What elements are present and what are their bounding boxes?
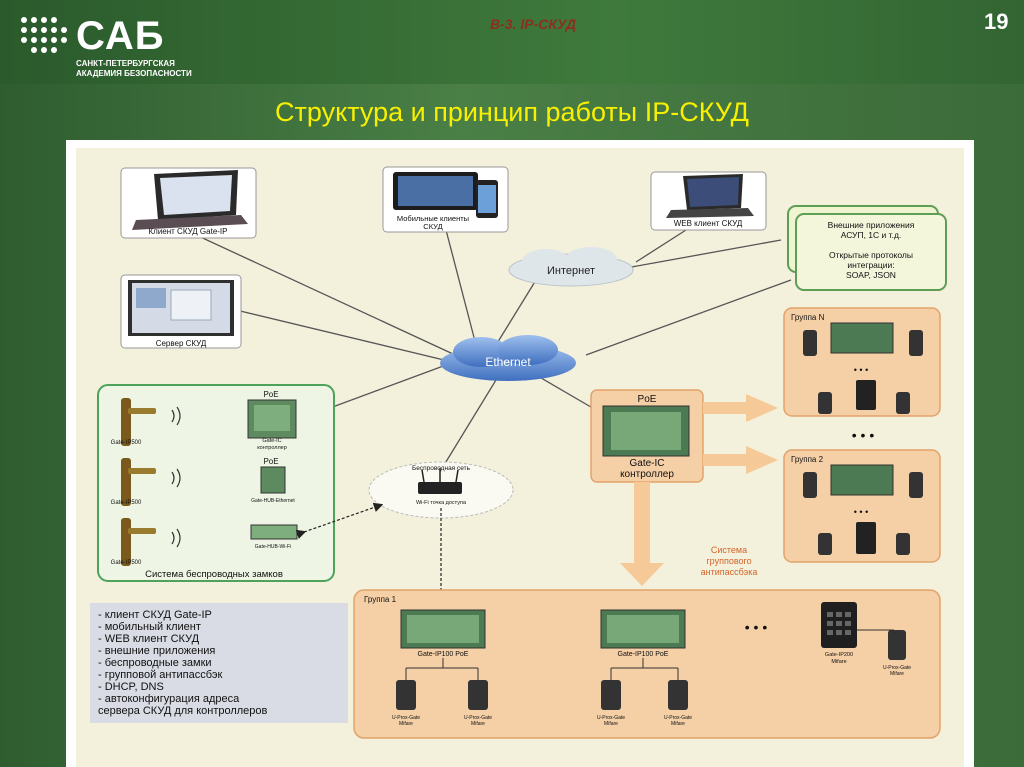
logo-subtitle: САНКТ-ПЕТЕРБУРГСКАЯ АКАДЕМИЯ БЕЗОПАСНОСТ… <box>76 59 192 79</box>
group-n-ellipsis: • • • <box>854 365 868 375</box>
logo-title: САБ <box>76 14 165 58</box>
server-node: Сервер СКУД <box>120 274 242 349</box>
client-gate-ip-node: Клиент СКУД Gate-IP <box>120 167 257 239</box>
lock-3-label: Gate-IP500 <box>111 560 142 566</box>
antipass-line-3: антипассбэка <box>701 567 758 577</box>
controller-label-1: Gate-IC <box>629 458 664 469</box>
reader-a2-label: U-Prox-Gate <box>464 715 492 721</box>
internet-label: Интернет <box>547 265 595 277</box>
feature-4: - беспроводные замки <box>98 657 212 669</box>
server-label: Сервер СКУД <box>156 339 207 348</box>
gate-ic-small-label-1: Gate-IC <box>262 438 281 444</box>
reader-b1-label: U-Prox-Gate <box>597 715 625 721</box>
feature-5: - групповой антипассбэк <box>98 669 223 681</box>
feature-3: - внешние приложения <box>98 645 215 657</box>
feature-7: - автоконфигурация адреса <box>98 693 240 705</box>
external-apps-note: Внешние приложения АСУП, 1С и т.д. Откры… <box>787 205 947 291</box>
antipass-line-1: Система <box>711 545 747 555</box>
group-1-ellipsis: • • • <box>745 619 768 635</box>
controller-poe-label: PoE <box>638 394 657 405</box>
feature-0: - клиент СКУД Gate-IP <box>98 609 212 621</box>
wireless-network-label: Беспроводная сеть <box>412 465 471 472</box>
mobile-clients-label-1: Мобильные клиенты <box>397 214 469 223</box>
page-number: 19 <box>984 9 1009 34</box>
ethernet-cloud: Ethernet <box>440 335 576 381</box>
group-1-label: Группа 1 <box>364 595 397 604</box>
gate-ic-controller: PoE Gate-IC контроллер <box>590 389 704 483</box>
group-2-label: Группа 2 <box>791 455 824 464</box>
feature-2: - WEB клиент СКУД <box>98 633 200 645</box>
group-n: Группа N • • • <box>783 307 941 417</box>
wifi-signal-icons <box>171 406 181 548</box>
groups-ellipsis: • • • <box>852 427 875 443</box>
lock-1-label: Gate-IP500 <box>111 440 142 446</box>
reader-a1-label: U-Prox-Gate <box>392 715 420 721</box>
controller-label-2: контроллер <box>620 469 674 480</box>
lock-1: Gate-IP500 <box>111 398 156 446</box>
web-client-node: WEB клиент СКУД <box>650 171 767 231</box>
feature-6: - DHCP, DNS <box>98 681 164 693</box>
mobile-clients-node: Мобильные клиенты СКУД <box>382 166 509 233</box>
feature-1: - мобильный клиент <box>98 621 201 633</box>
orange-arrows <box>620 394 778 586</box>
gate-ip200-label: Gate-IP200 <box>825 652 853 658</box>
controller-a-label: Gate-IP100 PoE <box>418 651 469 658</box>
protocols-line-2: интеграции: <box>847 260 894 270</box>
feature-8: сервера СКУД для контроллеров <box>98 705 268 717</box>
wireless-locks-system: Gate-IP500 Gate-IP500 Gate-IP500 PoE Gat… <box>97 384 335 582</box>
ethernet-label: Ethernet <box>485 355 531 369</box>
reader-c-sub: Mifare <box>890 671 904 677</box>
reader-a1-sub: Mifare <box>399 721 413 727</box>
diagram-frame: Клиент СКУД Gate-IP Мобильные клиенты СК… <box>66 140 974 767</box>
reader-c-label: U-Prox-Gate <box>883 665 911 671</box>
poe-label-1: PoE <box>263 390 278 399</box>
group-2: Группа 2 • • • <box>783 449 941 563</box>
lock-3: Gate-IP500 <box>111 518 156 566</box>
wireless-network: Беспроводная сеть Wi-Fi точка доступа <box>368 461 514 519</box>
gate-ip200-sub: Mifare <box>831 659 846 665</box>
wireless-link-1 <box>295 502 384 539</box>
reader-b2-label: U-Prox-Gate <box>664 715 692 721</box>
logo-subtitle-line-2: АКАДЕМИЯ БЕЗОПАСНОСТИ <box>76 69 192 78</box>
controller-b-label: Gate-IP100 PoE <box>618 651 669 658</box>
ext-apps-line-2: АСУП, 1С и т.д. <box>841 230 902 240</box>
group-n-label: Группа N <box>791 313 825 322</box>
group-2-ellipsis: • • • <box>854 507 868 517</box>
web-client-label: WEB клиент СКУД <box>674 219 743 228</box>
group-1: Группа 1 Gate-IP100 PoE U-Prox-Gate U-Pr… <box>353 589 941 739</box>
gate-ic-small-label-2: контроллер <box>257 445 287 451</box>
academy-logo: САБ САНКТ-ПЕТЕРБУРГСКАЯ АКАДЕМИЯ БЕЗОПАС… <box>18 14 248 84</box>
lock-2: Gate-IP500 <box>111 458 156 506</box>
feature-list: - клиент СКУД Gate-IP - мобильный клиент… <box>90 603 348 723</box>
hub-wifi-label: Gate-HUB-Wi-Fi <box>255 544 291 550</box>
protocols-line-1: Открытые протоколы <box>829 250 913 260</box>
hub-ethernet-label: Gate-HUB-Ethernet <box>251 498 295 504</box>
reader-a2-sub: Mifare <box>471 721 485 727</box>
wifi-ap-label: Wi-Fi точка доступа <box>416 500 467 506</box>
lock-2-label: Gate-IP500 <box>111 500 142 506</box>
poe-label-2: PoE <box>263 457 278 466</box>
client-gate-ip-label: Клиент СКУД Gate-IP <box>148 227 227 236</box>
reader-b1-sub: Mifare <box>604 721 618 727</box>
reader-b2-sub: Mifare <box>671 721 685 727</box>
architecture-diagram: Клиент СКУД Gate-IP Мобильные клиенты СК… <box>90 166 947 739</box>
mobile-clients-label-2: СКУД <box>423 222 442 231</box>
network-links <box>180 227 792 471</box>
protocols-line-3: SOAP, JSON <box>846 270 896 280</box>
wireless-locks-title: Система беспроводных замков <box>145 569 283 580</box>
section-tag: В-3. IP-СКУД <box>490 16 577 32</box>
logo-subtitle-line-1: САНКТ-ПЕТЕРБУРГСКАЯ <box>76 59 175 68</box>
antipass-line-2: группового <box>706 556 751 566</box>
logo-dots-icon <box>21 17 67 53</box>
ext-apps-line-1: Внешние приложения <box>828 220 915 230</box>
header-band <box>0 0 1024 84</box>
internet-cloud: Интернет <box>508 247 634 287</box>
slide-title: Структура и принцип работы IP-СКУД <box>275 97 749 127</box>
